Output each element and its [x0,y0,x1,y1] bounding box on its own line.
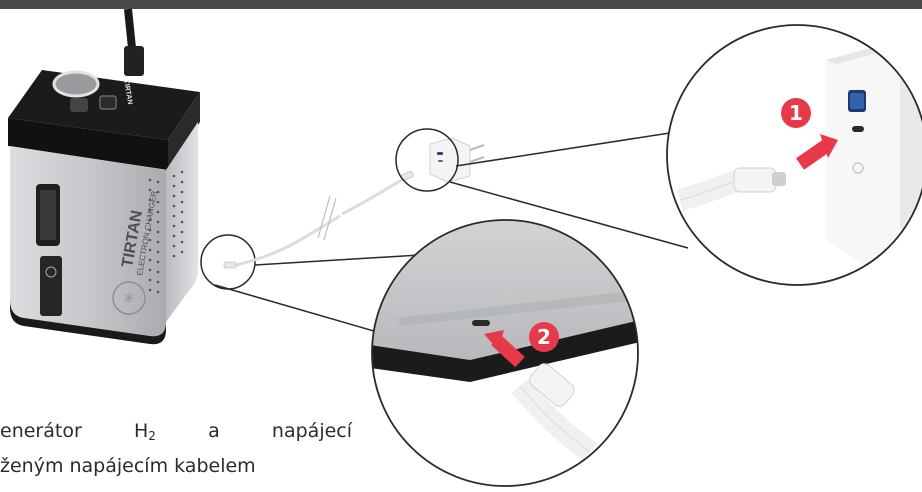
device-top-label: TIRTAN [122,79,133,105]
hydrogen-generator-device: ✳ TIRTAN ELECTRON CHARGER TIRTAN [8,70,200,345]
step-1-number: 1 [789,101,803,125]
device-port-callout [200,234,421,339]
zoom-adapter-callout: 1 [666,24,922,286]
device-power-cable [124,8,144,76]
step-2-number: 2 [537,325,551,349]
zoom-device-port-callout: 2 [371,219,639,487]
top-border-bar [0,0,922,9]
caption-line-1-end: a napájecí [208,420,353,442]
caption-subscript: 2 [148,429,156,443]
usb-c-cable [223,171,414,269]
instruction-caption: enerátor H2 a napájecí ženým napájecím k… [0,416,352,481]
caption-line-1-start: enerátor H [0,420,149,442]
caption-line-2: ženým napájecím kabelem [0,455,256,477]
svg-text:✳: ✳ [123,291,135,307]
step-2-badge [529,322,559,352]
caption-line-1: enerátor H2 a napájecí [0,416,352,451]
power-adapter-small [395,128,689,249]
step-1-badge [781,98,811,128]
